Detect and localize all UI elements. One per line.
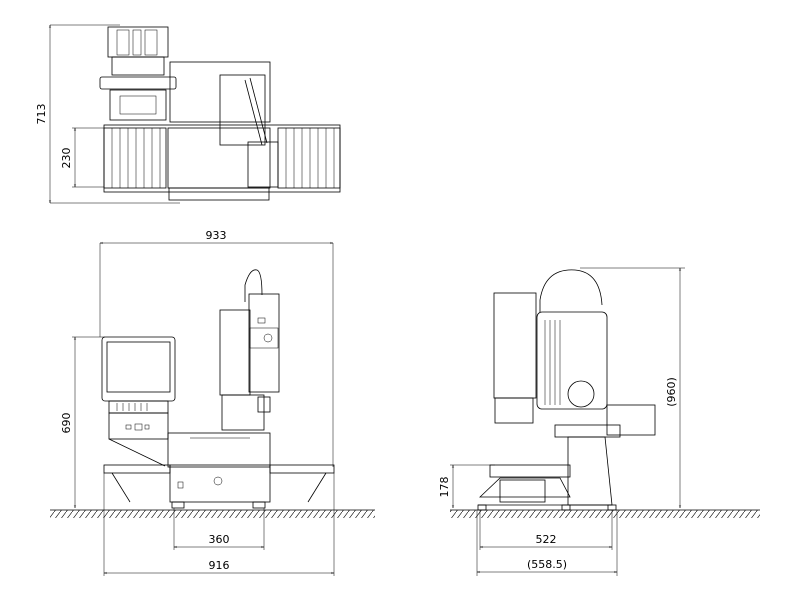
dim-713: 713 bbox=[35, 104, 48, 125]
top-view-dimensions: 713 230 bbox=[35, 24, 180, 204]
dim-178: 178 bbox=[438, 477, 451, 498]
dim-690: 690 bbox=[60, 413, 73, 434]
left-tray bbox=[103, 127, 167, 189]
top-view bbox=[99, 26, 341, 201]
dim-933: 933 bbox=[206, 229, 227, 242]
dim-230: 230 bbox=[60, 148, 73, 169]
dim-522: 522 bbox=[536, 533, 557, 546]
dim-360: 360 bbox=[209, 533, 230, 546]
dim-960: (960) bbox=[665, 377, 678, 407]
ground-hatch-front bbox=[50, 510, 375, 518]
side-view-dimensions: (960) 178 522 (558.5) bbox=[438, 267, 685, 576]
side-view bbox=[477, 269, 656, 511]
ground-hatch-side bbox=[450, 510, 760, 518]
dim-916: 916 bbox=[209, 559, 230, 572]
front-view bbox=[101, 269, 335, 509]
right-tray bbox=[277, 127, 341, 189]
front-view-dimensions: 933 690 360 916 bbox=[60, 229, 335, 576]
dim-558-5: (558.5) bbox=[527, 558, 567, 571]
